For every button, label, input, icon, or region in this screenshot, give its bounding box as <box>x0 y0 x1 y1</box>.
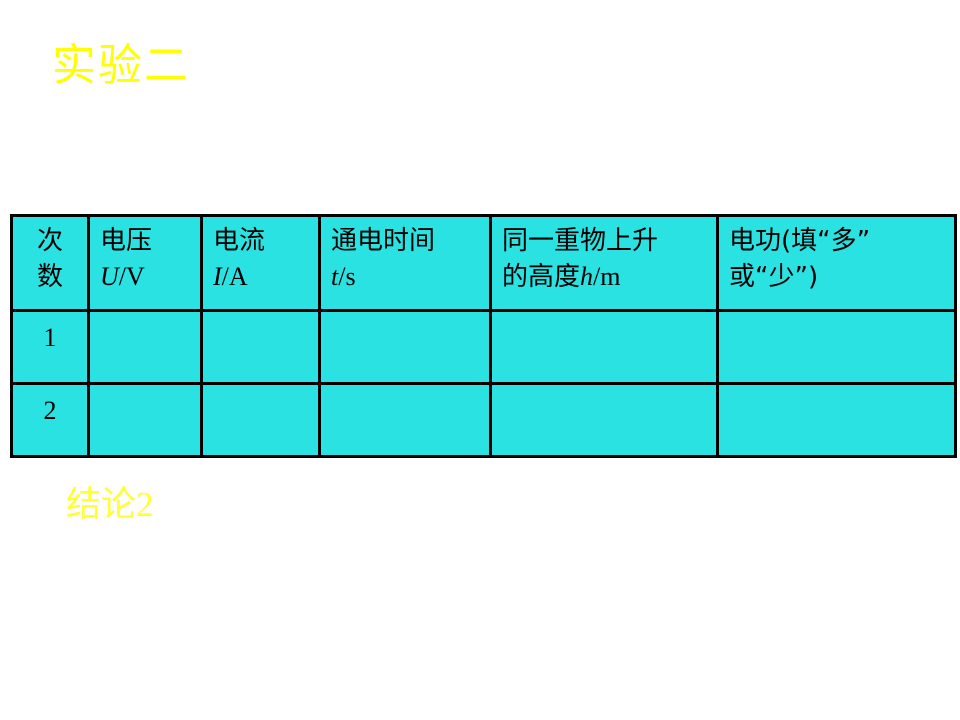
table-row: 2 <box>10 382 957 458</box>
cell-height <box>489 382 719 458</box>
header-voltage: 电压 U/V <box>87 214 203 312</box>
header-height: 同一重物上升 的高度h/m <box>489 214 719 312</box>
cell-electric-work <box>716 309 957 385</box>
slide-title: 实验二 <box>52 40 190 91</box>
cell-current <box>200 382 321 458</box>
row-index: 2 <box>10 382 90 458</box>
header-electric-work: 电功(填“多” 或“少”) <box>716 214 957 312</box>
cell-voltage <box>87 309 203 385</box>
header-time: 通电时间 t/s <box>318 214 492 312</box>
cell-voltage <box>87 382 203 458</box>
cell-time <box>318 382 492 458</box>
cell-height <box>489 309 719 385</box>
experiment-data-table: 次 数 电压 U/V 电流 I/A 通电时间 t/s 同一重物上升 的高度h/m… <box>10 214 957 458</box>
header-count: 次 数 <box>10 214 90 312</box>
table-header-row: 次 数 电压 U/V 电流 I/A 通电时间 t/s 同一重物上升 的高度h/m… <box>10 214 957 312</box>
row-index: 1 <box>10 309 90 385</box>
conclusion-number: 2 <box>136 485 154 524</box>
header-current: 电流 I/A <box>200 214 321 312</box>
conclusion-heading: 结论2 <box>66 482 154 528</box>
cell-time <box>318 309 492 385</box>
conclusion-label: 结论 <box>66 485 137 525</box>
cell-electric-work <box>716 382 957 458</box>
cell-current <box>200 309 321 385</box>
table-row: 1 <box>10 309 957 385</box>
